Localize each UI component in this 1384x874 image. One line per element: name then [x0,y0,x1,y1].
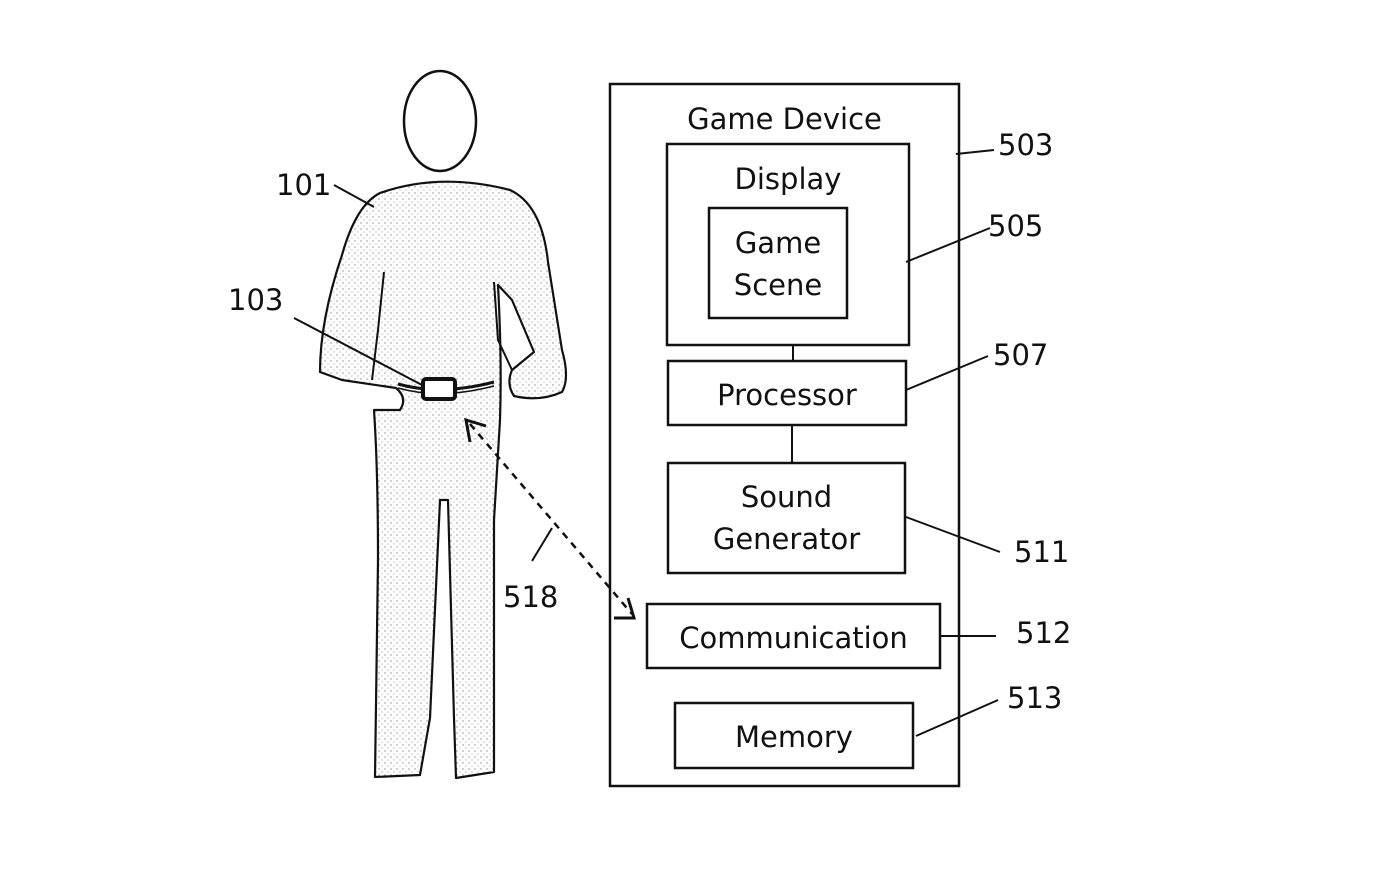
memory-label: Memory [675,716,913,758]
sound-generator-label: Sound Generator [668,476,905,560]
sound-generator-line1: Sound [668,476,905,518]
ref-512: 512 [1016,616,1071,650]
belt-unit [423,379,455,399]
leader-518 [532,528,552,561]
ref-505: 505 [988,209,1043,243]
leader-503 [956,150,994,154]
leader-505 [906,228,990,262]
leader-513 [916,700,998,736]
ref-518: 518 [503,580,558,614]
person-figure [320,71,566,778]
game-scene-line1: Game [709,222,847,264]
leader-101 [334,185,374,207]
leader-511 [906,517,1000,552]
ref-511: 511 [1014,535,1069,569]
ref-101: 101 [276,168,331,202]
ref-503: 503 [998,128,1053,162]
display-label: Display [667,158,909,200]
person-body [320,182,566,778]
ref-513: 513 [1007,681,1062,715]
person-head [404,71,476,171]
sound-generator-line2: Generator [668,518,905,560]
ref-507: 507 [993,338,1048,372]
game-device-title: Game Device [610,98,959,140]
leader-507 [906,356,988,390]
arrowhead-bottom [614,598,634,618]
processor-label: Processor [668,374,906,416]
game-scene-label: Game Scene [709,222,847,306]
game-scene-line2: Scene [709,264,847,306]
communication-label: Communication [647,617,940,659]
ref-103: 103 [228,283,283,317]
